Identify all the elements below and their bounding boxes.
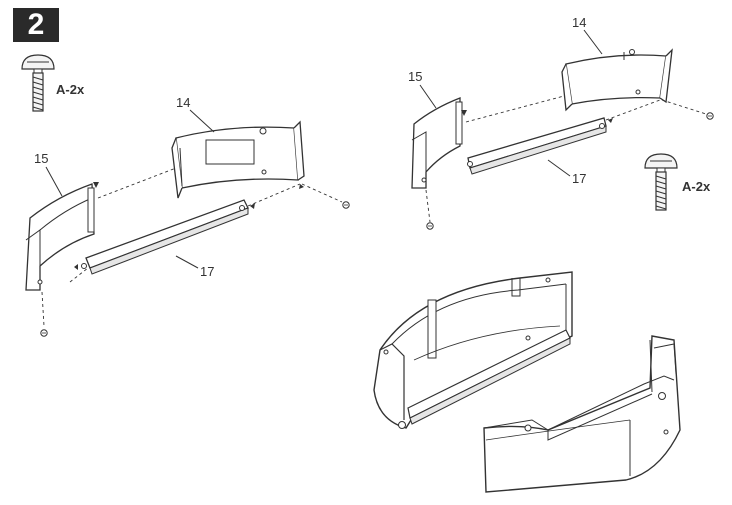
part-15-right bbox=[411, 97, 463, 189]
part-15-left bbox=[25, 183, 95, 291]
left-exploded-view: A-2x 14 15 bbox=[21, 54, 350, 337]
step-number-badge: 2 bbox=[13, 8, 59, 42]
part-15-label-left: 15 bbox=[34, 151, 48, 166]
part-14-label-right: 14 bbox=[572, 15, 586, 30]
small-screw-icon bbox=[40, 329, 48, 337]
arrow-icon bbox=[93, 182, 99, 188]
hardware-code-right: A-2x bbox=[682, 179, 711, 194]
arrow-icon bbox=[461, 110, 467, 116]
arrow-icon bbox=[250, 203, 255, 209]
small-screw-icon bbox=[706, 112, 714, 120]
part-17-label-left: 17 bbox=[200, 264, 214, 279]
part-14-left bbox=[171, 120, 305, 199]
assembled-halves bbox=[373, 271, 681, 493]
screw-a-icon bbox=[21, 54, 55, 112]
screw-a-icon bbox=[644, 153, 678, 211]
assembly-guides-left bbox=[41, 167, 343, 327]
part-17-label-right: 17 bbox=[572, 171, 586, 186]
small-screw-icon bbox=[426, 222, 434, 230]
part-17-left bbox=[81, 199, 249, 275]
small-screw-icon bbox=[342, 201, 350, 209]
right-exploded-view: 14 15 17 bbox=[408, 15, 714, 230]
assembled-half-front bbox=[483, 335, 681, 493]
part-17-right bbox=[467, 117, 607, 175]
hardware-code-left: A-2x bbox=[56, 82, 85, 97]
arrow-icon bbox=[74, 264, 78, 270]
part-15-label-right: 15 bbox=[408, 69, 422, 84]
arrow-icon bbox=[608, 118, 613, 123]
part-14-right bbox=[561, 48, 673, 112]
arrow-icon bbox=[299, 184, 304, 189]
assembled-half-back bbox=[373, 271, 573, 429]
assembly-guides-right bbox=[425, 95, 707, 223]
part-14-label-left: 14 bbox=[176, 95, 190, 110]
